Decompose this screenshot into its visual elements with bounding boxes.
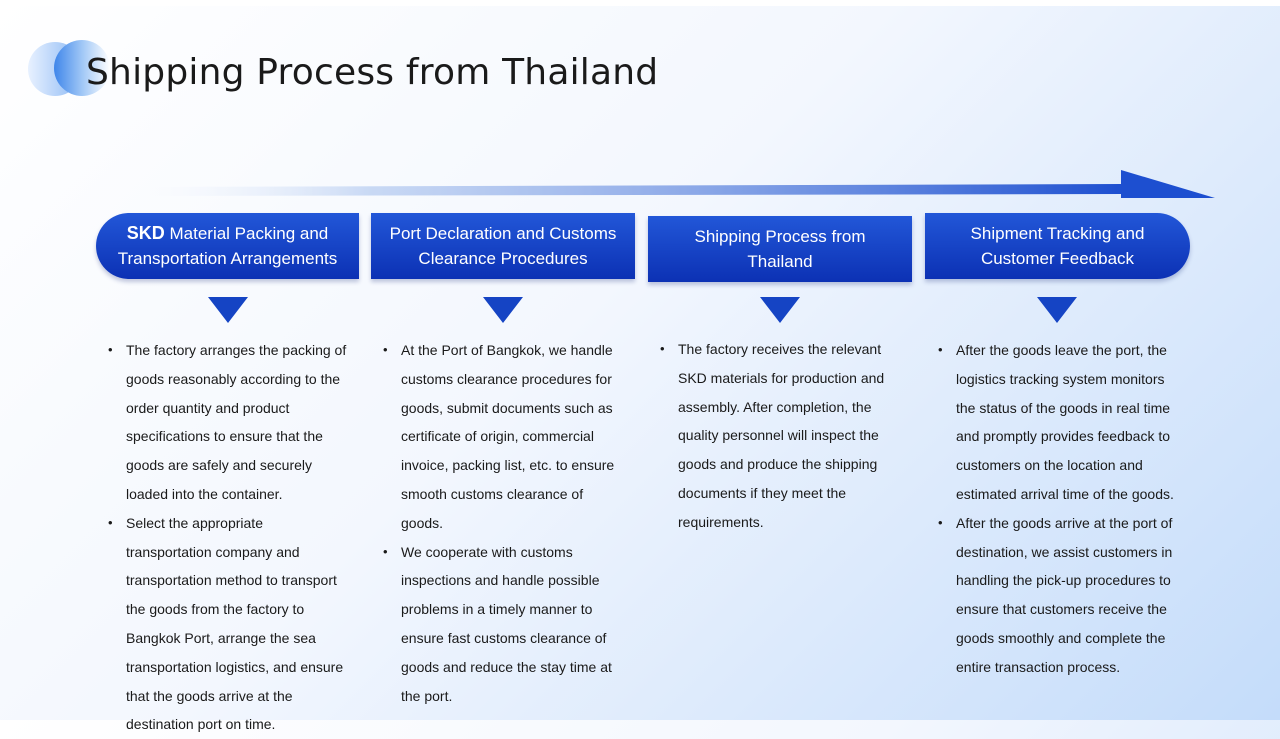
bullet-list-customs: At the Port of Bangkok, we handle custom… xyxy=(383,336,623,710)
down-triangle-icon xyxy=(208,297,248,323)
step-card-customs: Port Declaration and Customs Clearance P… xyxy=(371,213,635,279)
top-strip xyxy=(0,0,1280,6)
page-title: Shipping Process from Thailand xyxy=(86,52,659,93)
logo-circle-front xyxy=(54,40,110,96)
arrow-head xyxy=(1121,170,1215,198)
bullet-item: The factory arranges the packing of good… xyxy=(108,336,348,509)
bullet-item: At the Port of Bangkok, we handle custom… xyxy=(383,336,623,538)
bullet-list-packing: The factory arranges the packing of good… xyxy=(108,336,348,739)
bullet-item: We cooperate with customs inspections an… xyxy=(383,538,623,711)
arrow-shaft xyxy=(118,184,1122,196)
step-card-shipping: Shipping Process from Thailand xyxy=(648,216,912,282)
step-1-title-bold: SKD xyxy=(126,223,165,243)
bullet-item: After the goods leave the port, the logi… xyxy=(938,336,1178,509)
down-triangle-icon xyxy=(1037,297,1077,323)
step-4-title: Shipment Tracking and Customer Feedback xyxy=(970,224,1145,268)
down-triangle-icon xyxy=(483,297,523,323)
step-card-tracking: Shipment Tracking and Customer Feedback xyxy=(925,213,1190,279)
step-2-title: Port Declaration and Customs Clearance P… xyxy=(389,224,617,268)
bullet-item: The factory receives the relevant SKD ma… xyxy=(660,335,900,537)
bullet-item: After the goods arrive at the port of de… xyxy=(938,509,1178,682)
bullet-list-shipping: The factory receives the relevant SKD ma… xyxy=(660,335,900,537)
bullet-list-tracking: After the goods leave the port, the logi… xyxy=(938,336,1178,682)
logo-circles xyxy=(28,40,118,98)
step-card-packing: SKD Material Packing and Transportation … xyxy=(96,213,359,279)
bullet-item: Select the appropriate transportation co… xyxy=(108,509,348,739)
down-triangle-icon xyxy=(760,297,800,323)
step-3-title: Shipping Process from Thailand xyxy=(694,227,866,271)
timeline-arrow xyxy=(118,170,1215,198)
step-1-title: Material Packing and Transportation Arra… xyxy=(117,224,338,268)
